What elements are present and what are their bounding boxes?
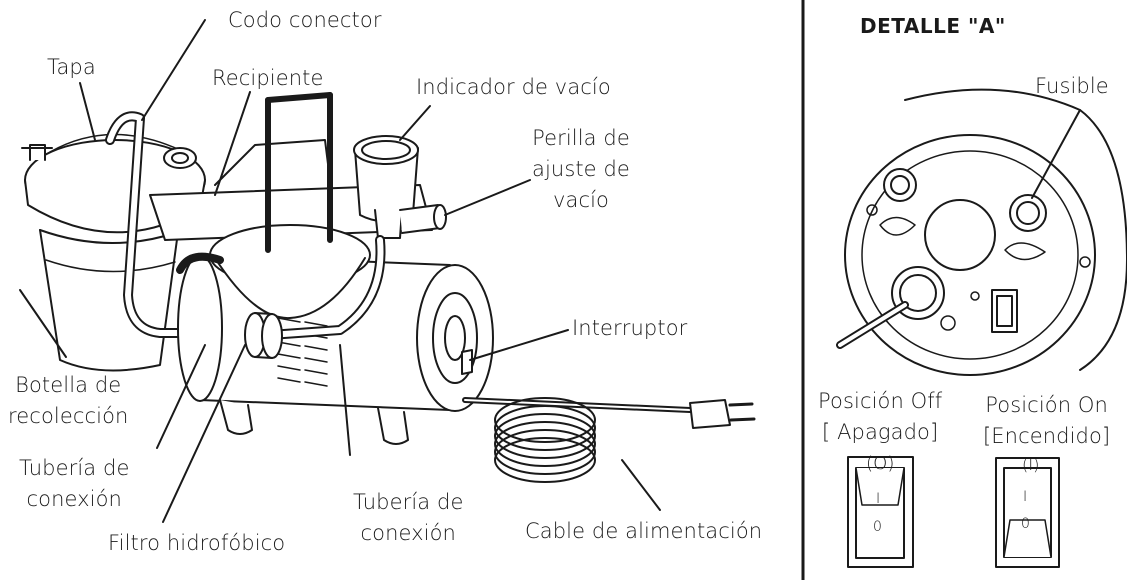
vacuum-gauge xyxy=(353,135,447,239)
label-on-line-1: Posición On xyxy=(985,393,1108,417)
cord-grommet xyxy=(836,266,945,349)
detail-title: DETALLE "A" xyxy=(860,14,1006,38)
label-off-line-2: [ Apagado] xyxy=(822,420,939,444)
label-tuberia-izq-line-1: Tubería de xyxy=(19,456,130,480)
detail-illustration xyxy=(836,88,1127,376)
switch-on-glyph-bottom: 0 xyxy=(1021,516,1031,532)
fuse-holders xyxy=(883,168,1047,232)
pump-illustration xyxy=(21,92,756,483)
label-perilla: Perilla de ajuste de vacío xyxy=(532,123,630,216)
label-filtro: Filtro hidrofóbico xyxy=(108,531,286,555)
on-symbol: (I) xyxy=(1022,455,1040,474)
label-interruptor: Interruptor xyxy=(572,316,688,340)
switch-on-glyph-top: I xyxy=(1023,489,1028,505)
label-tuberia-izq: Tubería de conexión xyxy=(19,453,129,515)
label-off: Posición Off [ Apagado] xyxy=(818,386,942,448)
label-perilla-line-2: ajuste de xyxy=(532,157,630,181)
switch-on-graphic xyxy=(995,457,1060,568)
label-indicador: Indicador de vacío xyxy=(416,75,611,99)
label-perilla-line-3: vacío xyxy=(552,188,609,212)
off-symbol: (O) xyxy=(866,453,895,474)
power-cable xyxy=(462,397,756,483)
label-on-line-2: [Encendido] xyxy=(983,424,1111,448)
connector-elbow-tube xyxy=(105,111,235,338)
label-cable: Cable de alimentación xyxy=(525,519,763,543)
reservoir-housing xyxy=(149,92,433,320)
label-codo-conector: Codo conector xyxy=(228,8,382,32)
pump-switch xyxy=(461,349,473,375)
label-tuberia-cen-line-1: Tubería de xyxy=(353,490,464,514)
switch-off-glyph-bottom: 0 xyxy=(873,519,883,535)
label-botella: Botella de recolección xyxy=(8,370,128,432)
label-tuberia-cen-line-2: conexión xyxy=(360,521,456,545)
label-off-line-1: Posición Off xyxy=(818,389,943,413)
label-botella-line-1: Botella de xyxy=(15,373,122,397)
switch-off-graphic xyxy=(847,456,914,568)
pump-feet xyxy=(219,399,409,445)
switch-off-glyph-top: I xyxy=(876,491,881,507)
label-fusible: Fusible xyxy=(1035,74,1109,98)
label-recipiente: Recipiente xyxy=(212,66,324,90)
label-perilla-line-1: Perilla de xyxy=(532,126,630,150)
label-on: Posición On [Encendido] xyxy=(983,390,1110,452)
fuse-leader xyxy=(1031,109,1081,199)
hydrophobic-filter xyxy=(244,312,283,359)
leader-lines xyxy=(19,19,661,523)
label-botella-line-2: recolección xyxy=(8,404,129,428)
label-tuberia-cen: Tubería de conexión xyxy=(353,487,463,549)
label-tapa: Tapa xyxy=(47,55,96,79)
label-tuberia-izq-line-2: conexión xyxy=(26,487,122,511)
detail-switch xyxy=(991,289,1018,333)
connection-tubing xyxy=(176,235,386,340)
